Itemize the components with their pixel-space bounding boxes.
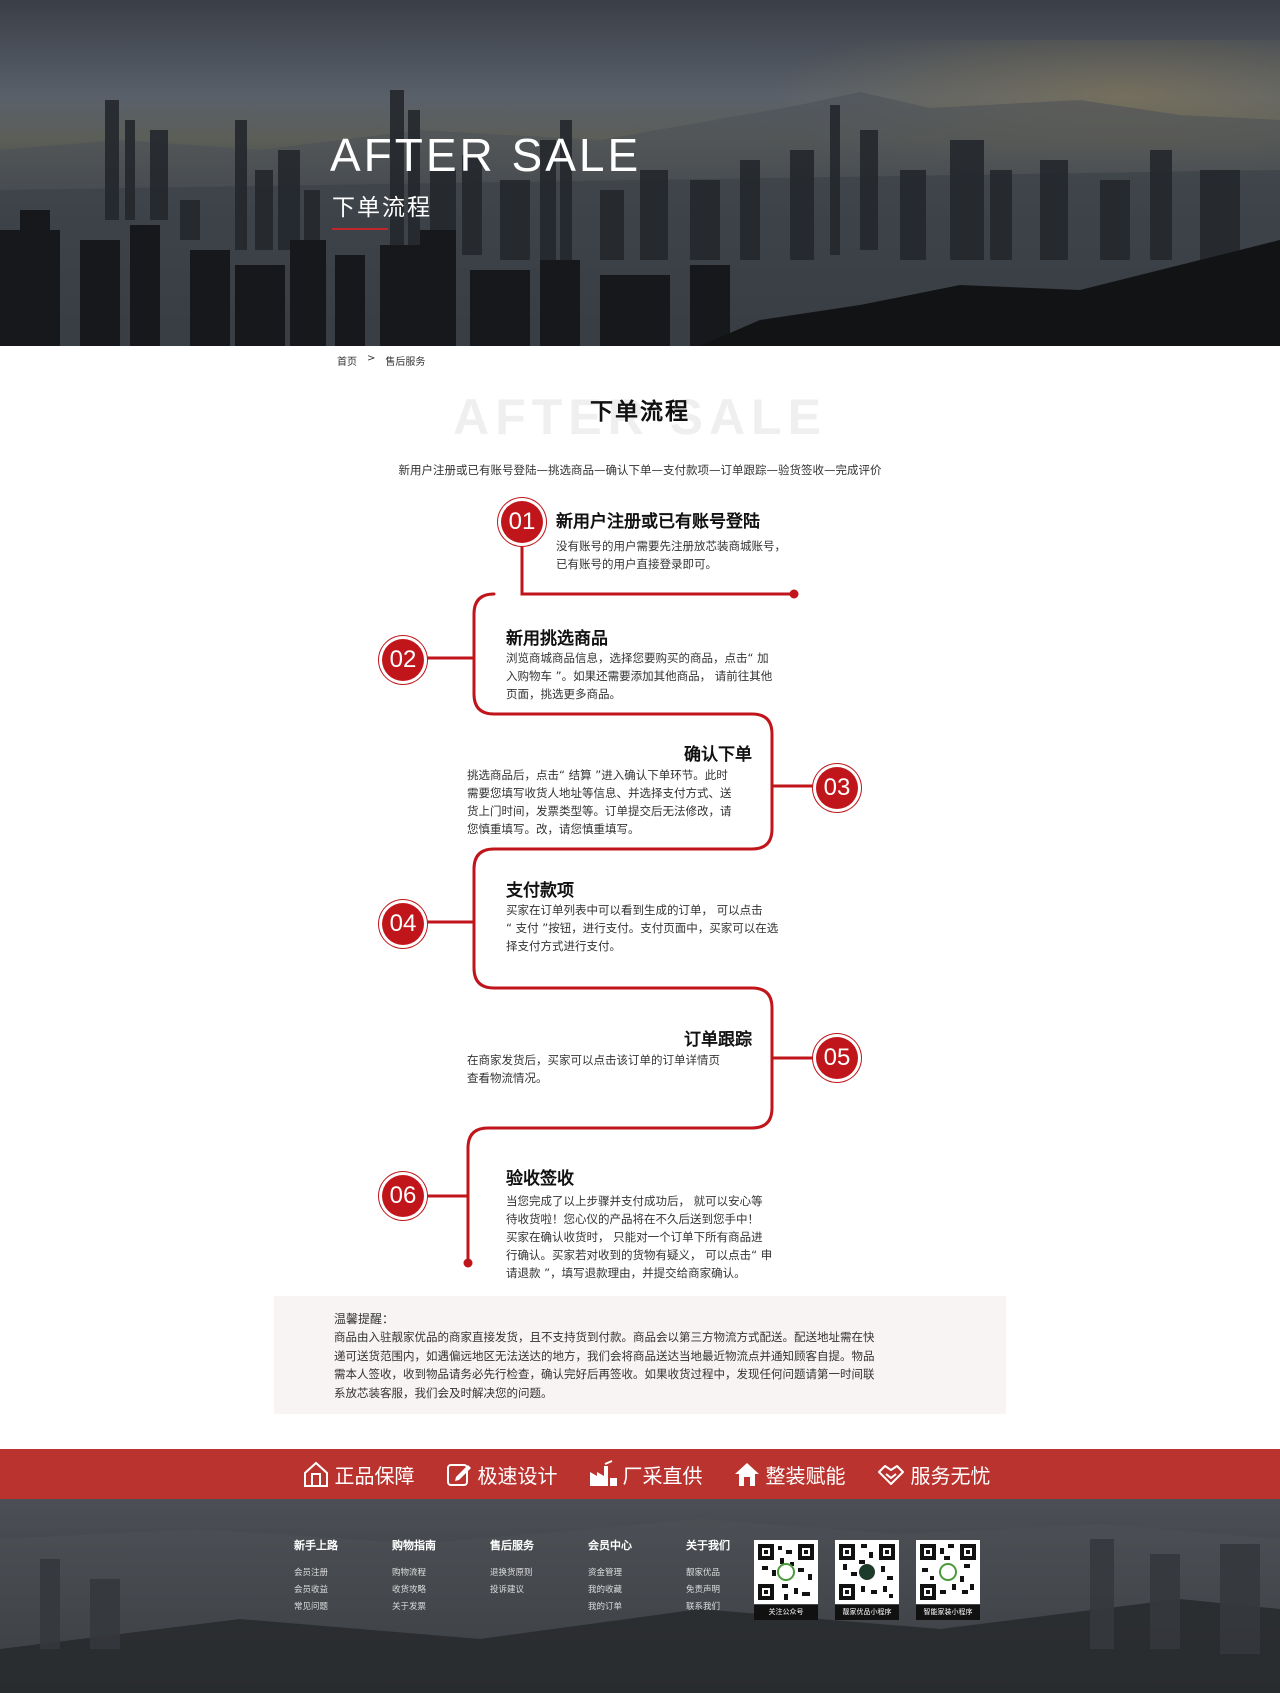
footer-column-title: 售后服务	[490, 1539, 534, 1552]
footer-link-complaints[interactable]: 投诉建议	[490, 1585, 525, 1595]
step-03-description: 挑选商品后，点击“ 结算 ”进入确认下单环节。此时 需要您填写收货人地址等信息、…	[467, 768, 732, 836]
breadcrumb: 首页 > 售后服务	[337, 353, 425, 368]
step-04-title: 支付款项	[506, 881, 574, 901]
warm-reminder-text: 商品由入驻靓家优品的商家直接发货，且不支持货到付款。商品会以第三方物流方式配送。…	[334, 1330, 875, 1400]
footer-link-brand[interactable]: 靓家优品	[686, 1568, 721, 1578]
footer-column-after-sale: 售后服务 退换货原则 投诉建议	[490, 1537, 534, 1599]
footer-column-title: 购物指南	[392, 1539, 436, 1552]
home-icon	[734, 1463, 759, 1486]
feature-full-decoration: 整装赋能	[733, 1460, 846, 1489]
footer-link-disclaimer[interactable]: 免责声明	[686, 1585, 721, 1595]
step-05-title: 订单跟踪	[684, 1030, 752, 1050]
feature-fast-design: 极速设计	[445, 1460, 558, 1489]
step-03-badge: 03	[816, 767, 858, 809]
footer-link-faq[interactable]: 常见问题	[294, 1602, 329, 1612]
step-01-title: 新用户注册或已有账号登陆	[556, 512, 760, 532]
qr-mini-program-smart-home: 智能家装小程序	[916, 1540, 980, 1620]
feature-fast-design-label: 极速设计	[477, 1463, 558, 1488]
footer-link-funds[interactable]: 资金管理	[588, 1568, 623, 1578]
footer-link-favorites[interactable]: 我的收藏	[588, 1585, 623, 1595]
breadcrumb-current: 售后服务	[385, 357, 426, 368]
hero-title: AFTER SALE	[330, 129, 642, 181]
footer-link-shopping-process[interactable]: 购物流程	[392, 1568, 427, 1578]
hero-banner: AFTER SALE 下单流程	[0, 0, 1280, 346]
feature-full-decoration-label: 整装赋能	[765, 1463, 846, 1488]
footer-column-shopping-guide: 购物指南 购物流程 收货攻略 关于发票	[392, 1537, 436, 1616]
footer: 新手上路 会员注册 会员收益 常见问题 购物指南 购物流程 收货攻略 关于发票 …	[0, 1499, 1280, 1693]
footer-link-return-policy[interactable]: 退换货原则	[490, 1568, 533, 1578]
step-04-badge: 04	[382, 903, 424, 945]
process-timeline-track	[426, 533, 820, 1268]
warm-reminder-box: 温馨提醒： 商品由入驻靓家优品的商家直接发货，且不支持货到付款。商品会以第三方物…	[274, 1296, 1006, 1414]
breadcrumb-home-link[interactable]: 首页	[337, 357, 357, 368]
footer-column-title: 会员中心	[588, 1539, 632, 1552]
qr-mini-program-youpin: 靓家优品小程序	[835, 1540, 899, 1620]
house-shield-icon	[303, 1461, 328, 1487]
footer-link-orders[interactable]: 我的订单	[588, 1602, 623, 1612]
step-06-description: 当您完成了以上步骤并支付成功后， 就可以安心等 待收货啦！您心仪的产品将在不久后…	[506, 1194, 773, 1280]
warm-reminder-title: 温馨提醒：	[334, 1312, 395, 1326]
service-features-bar: 正品保障 极速设计 厂采直供 整装赋能 服务无忧	[0, 1449, 1280, 1499]
footer-skyline-image	[0, 1519, 1280, 1693]
step-01-badge: 01	[501, 501, 543, 543]
step-01-description: 没有账号的用户需要先注册放芯装商城账号， 已有账号的用户直接登录即可。	[556, 539, 786, 571]
step-05-badge: 05	[816, 1037, 858, 1079]
footer-link-invoice[interactable]: 关于发票	[392, 1602, 427, 1612]
footer-column-newbie: 新手上路 会员注册 会员收益 常见问题	[294, 1537, 338, 1616]
feature-worry-free-service: 服务无忧	[876, 1460, 991, 1489]
footer-link-member-benefits[interactable]: 会员收益	[294, 1585, 329, 1595]
qr-caption: 关注公众号	[754, 1605, 818, 1620]
step-04-description: 买家在订单列表中可以看到生成的订单， 可以点击 “ 支付 ”按钮，进行支付。支付…	[506, 903, 779, 953]
step-02-badge: 02	[382, 639, 424, 681]
qr-code-icon	[916, 1540, 980, 1604]
footer-column-about: 关于我们 靓家优品 免责声明 联系我们	[686, 1537, 730, 1616]
feature-genuine: 正品保障	[302, 1460, 415, 1489]
feature-factory-direct: 厂采直供	[588, 1460, 703, 1489]
step-06-badge: 06	[382, 1175, 424, 1217]
footer-link-contact[interactable]: 联系我们	[686, 1602, 721, 1612]
footer-column-title: 新手上路	[294, 1539, 338, 1552]
pencil-icon	[446, 1464, 471, 1486]
qr-code-icon	[835, 1540, 899, 1604]
hero-subtitle: 下单流程	[332, 195, 432, 221]
step-02-description: 浏览商城商品信息，选择您要购买的商品，点击“ 加 入购物车 ”。如果还需要添加其…	[506, 651, 773, 701]
city-skyline-image	[0, 90, 1280, 346]
qr-official-account: 关注公众号	[754, 1540, 818, 1620]
factory-icon	[589, 1460, 617, 1486]
breadcrumb-separator: >	[367, 353, 376, 364]
step-05-description: 在商家发货后，买家可以点击该订单的订单详情页 查看物流情况。	[467, 1053, 720, 1085]
qr-code-icon	[754, 1540, 818, 1604]
step-06-title: 验收签收	[506, 1169, 574, 1189]
section-title: 下单流程	[590, 399, 690, 425]
handshake-icon	[877, 1465, 904, 1485]
hero-underline	[332, 228, 388, 230]
qr-caption: 靓家优品小程序	[835, 1605, 899, 1620]
feature-worry-free-service-label: 服务无忧	[910, 1463, 991, 1488]
footer-column-title: 关于我们	[686, 1539, 730, 1552]
feature-genuine-label: 正品保障	[334, 1463, 415, 1488]
footer-column-member-center: 会员中心 资金管理 我的收藏 我的订单	[588, 1537, 632, 1616]
footer-link-receiving-guide[interactable]: 收货攻略	[392, 1585, 427, 1595]
section-background-word: AFTER SALE	[453, 389, 827, 445]
step-02-title: 新用挑选商品	[506, 629, 608, 649]
qr-caption: 智能家装小程序	[916, 1605, 980, 1620]
footer-link-register[interactable]: 会员注册	[294, 1568, 329, 1578]
flow-summary: 新用户注册或已有账号登陆—挑选商品—确认下单—支付款项—订单跟踪—验货签收—完成…	[398, 463, 882, 477]
step-03-title: 确认下单	[684, 745, 752, 765]
feature-factory-direct-label: 厂采直供	[622, 1463, 703, 1488]
